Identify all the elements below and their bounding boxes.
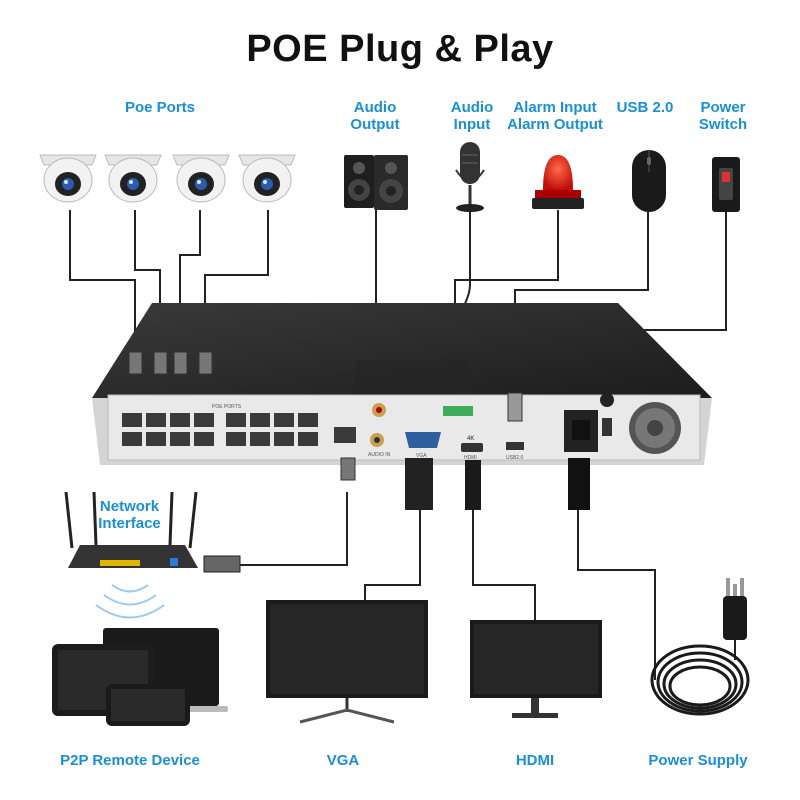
poe-cameras	[39, 154, 296, 203]
rj45-plugs	[128, 351, 356, 481]
label-network-interface: Network Interface	[98, 498, 161, 532]
panel-4k-label: 4K	[467, 436, 474, 442]
label-audio-output: Audio Output	[350, 99, 400, 133]
label-p2p: P2P Remote Device	[60, 752, 200, 769]
vga-connector	[405, 458, 433, 510]
usb-plug	[507, 392, 523, 422]
panel-poe-label: POE PORTS	[212, 404, 242, 410]
router-icon	[64, 491, 198, 568]
camera-icon	[238, 154, 296, 203]
label-vga: VGA	[326, 752, 360, 769]
mouse-icon	[632, 150, 666, 212]
label-power-supply: Power Supply	[648, 752, 748, 769]
page-title: POE Plug & Play	[246, 28, 554, 70]
network-plug	[203, 555, 241, 573]
power-plug	[568, 458, 590, 510]
label-power-switch: Power Switch	[698, 99, 748, 133]
panel-usb-label: USB2.0	[506, 455, 523, 461]
label-alarm: Alarm Input Alarm Output	[507, 99, 603, 133]
camera-icon	[39, 154, 97, 203]
vga-monitor-icon	[266, 600, 428, 724]
nvr-device: POE PORTS AUDIO IN VGA 4K HDMI USB2.0	[92, 303, 712, 465]
hdmi-monitor-icon	[470, 620, 602, 718]
power-cord-icon	[650, 644, 750, 716]
p2p-devices-icon	[52, 628, 228, 726]
label-hdmi: HDMI	[515, 752, 555, 769]
panel-vga-label: VGA	[416, 453, 427, 459]
label-poe-ports: Poe Ports	[124, 99, 196, 116]
camera-icon	[104, 154, 162, 203]
power-plug-icon	[723, 578, 747, 640]
wifi-icon	[95, 584, 165, 619]
panel-audio-in-label: AUDIO IN	[368, 452, 391, 458]
panel-hdmi-label: HDMI	[464, 455, 477, 461]
speaker-icon	[344, 155, 408, 210]
alarm-light-icon	[532, 155, 584, 209]
power-switch-icon	[712, 157, 740, 212]
microphone-icon	[455, 142, 485, 212]
hdmi-connector	[465, 460, 481, 510]
camera-icon	[172, 154, 230, 203]
label-audio-input: Audio Input	[450, 99, 494, 133]
label-usb: USB 2.0	[616, 99, 674, 116]
